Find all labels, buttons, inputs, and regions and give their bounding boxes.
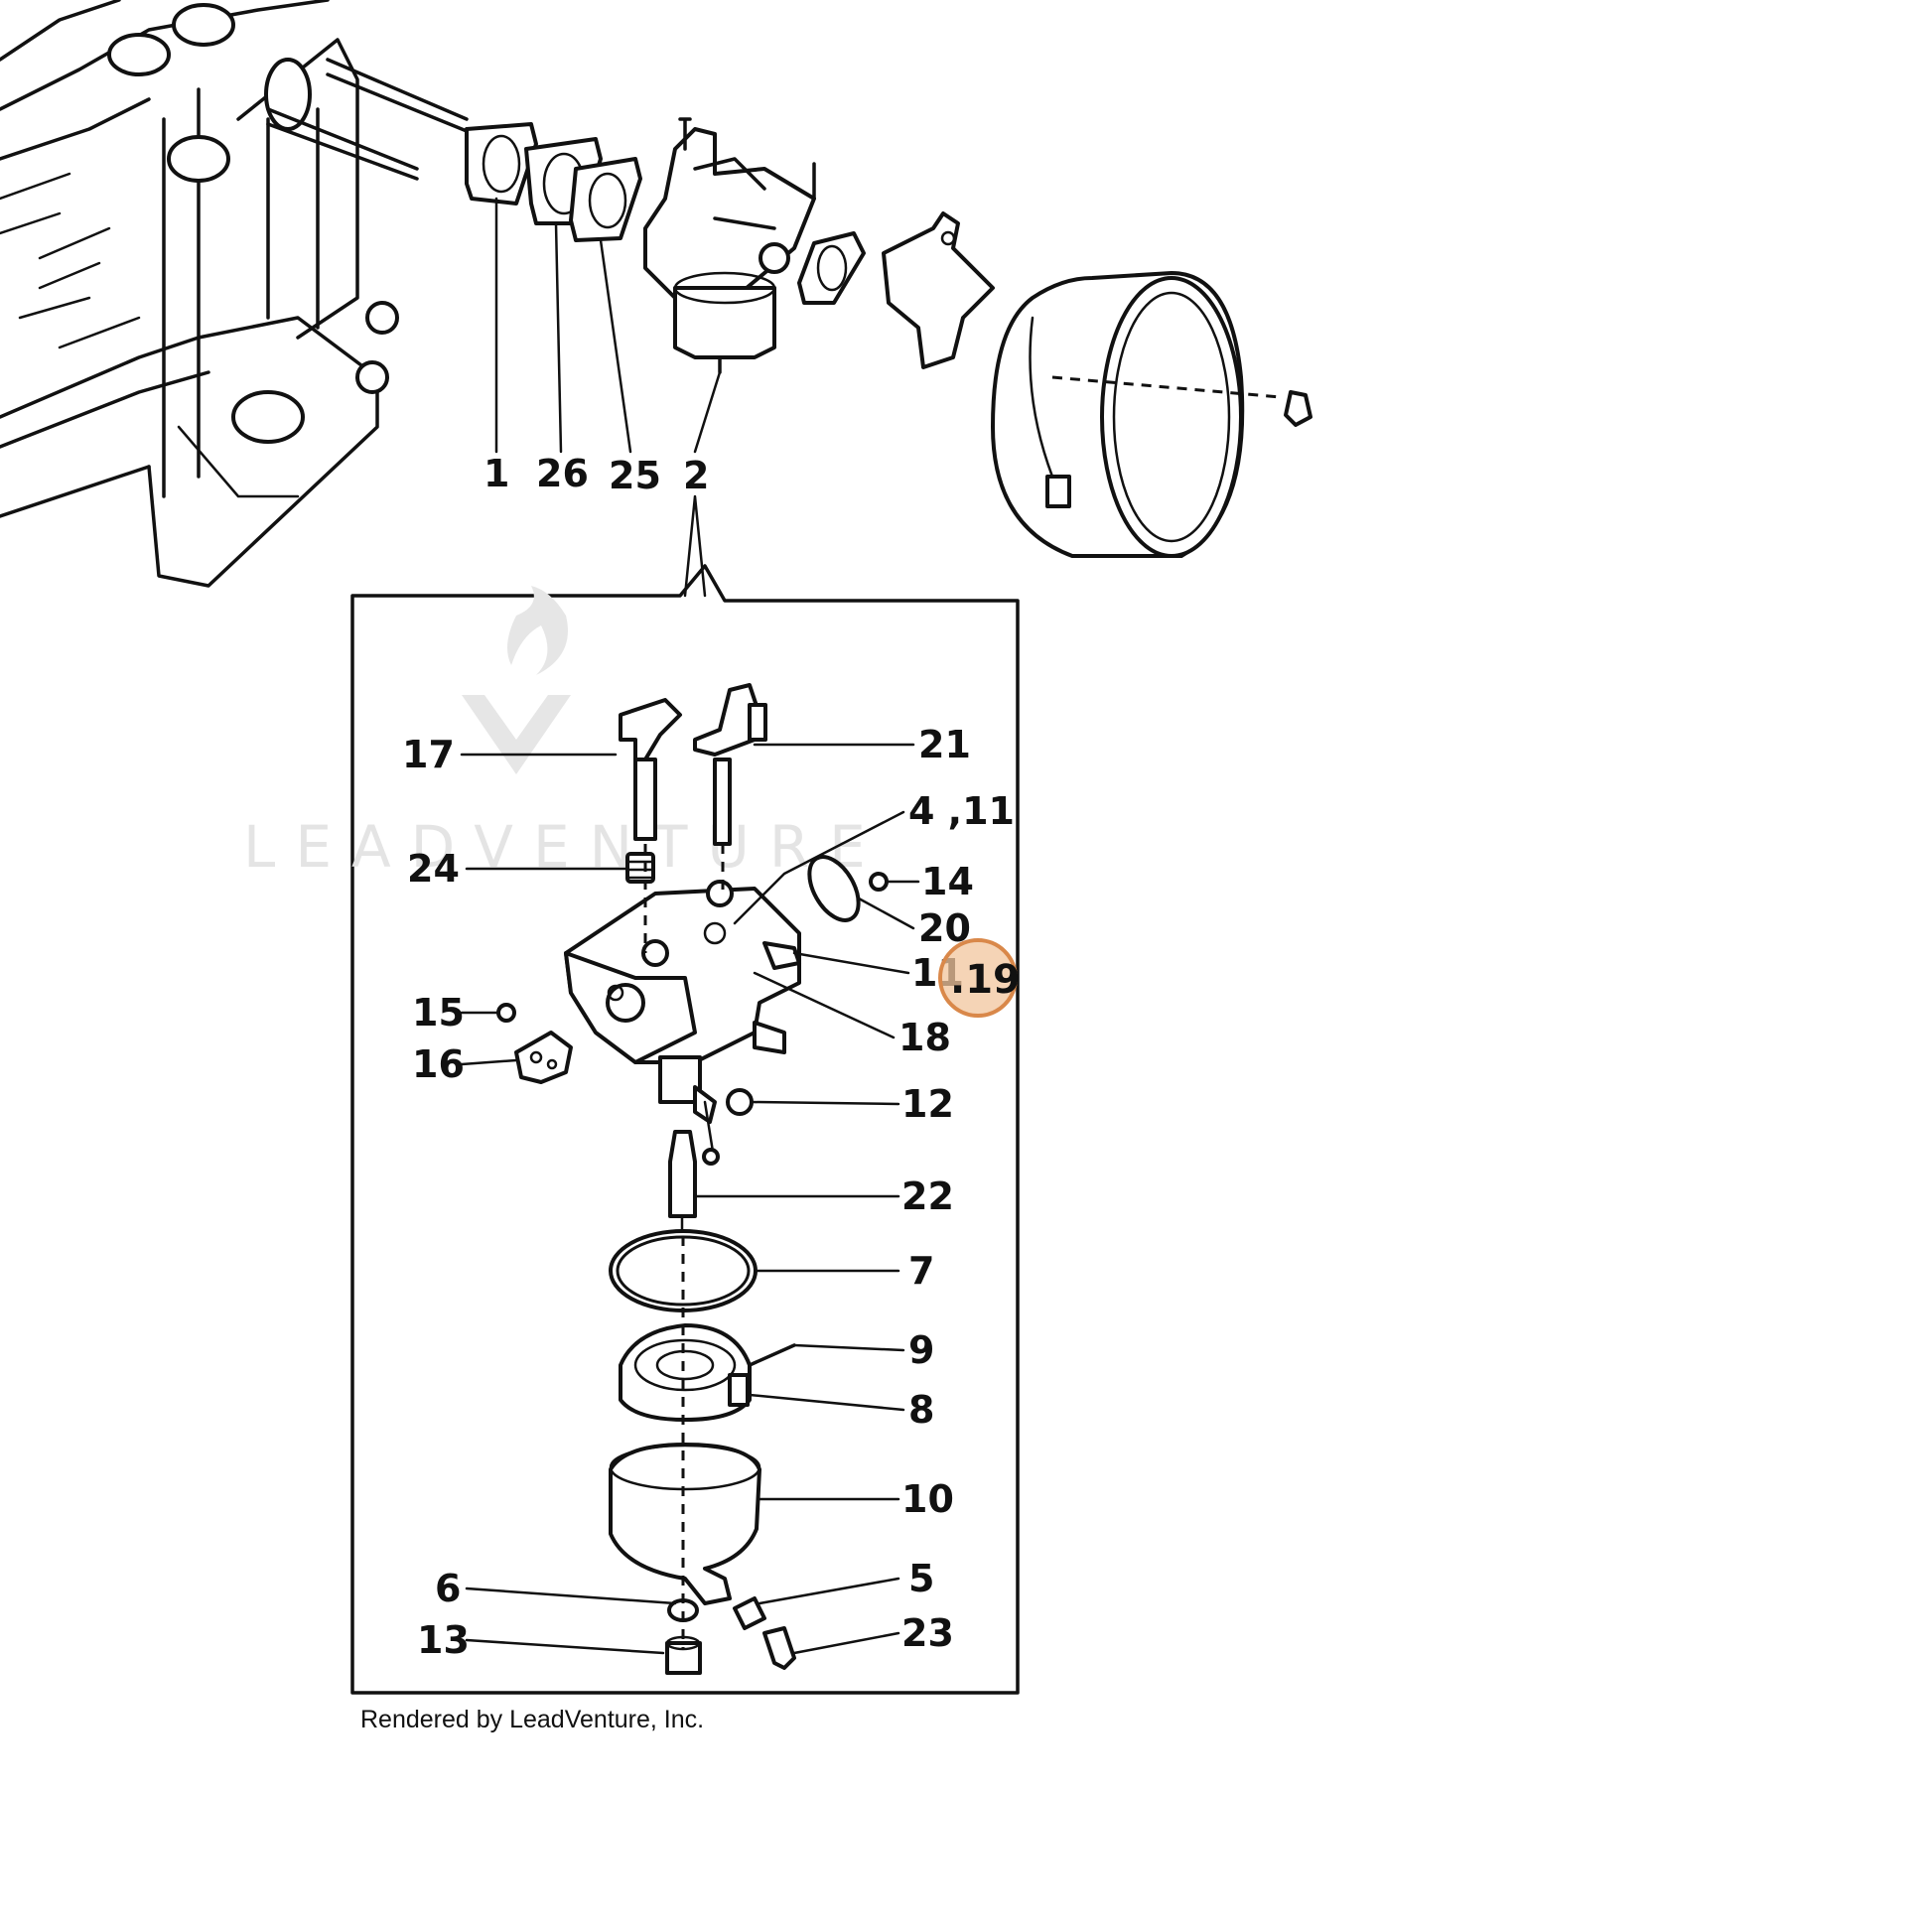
hotspot-19-marker[interactable] [938, 938, 1018, 1018]
callout-23: 23 [901, 1611, 954, 1655]
part-16-plate [514, 1031, 573, 1084]
hotspot-19[interactable]: .19 [938, 938, 1021, 1018]
callout-4-11: 4 ,11 [908, 789, 1015, 833]
part-22-needle [668, 1130, 697, 1238]
part-14-screw [869, 872, 889, 892]
callout-10: 10 [901, 1477, 954, 1521]
gasket-part-1 [465, 122, 538, 206]
callout-9: 9 [908, 1328, 934, 1372]
gasket-part-25 [569, 157, 642, 242]
part-20-disc [807, 855, 861, 922]
callout-13: 13 [417, 1618, 470, 1662]
part-24-spring [625, 852, 655, 884]
callout-1: 1 [483, 452, 509, 495]
part-23-screw [762, 1626, 796, 1670]
detail-frame [350, 564, 1020, 1695]
engine-block-illustration [0, 0, 469, 588]
hotspot-19-label[interactable]: .19 [950, 957, 1021, 1003]
detail-leader-lines [460, 743, 920, 1655]
callout-22: 22 [901, 1174, 954, 1218]
top-callouts: 1 26 25 2 [483, 452, 709, 497]
callout-14: 14 [921, 860, 974, 903]
top-leader-lines [494, 197, 722, 598]
callout-16: 16 [412, 1042, 465, 1086]
part-15-screw [496, 1003, 516, 1023]
callout-25: 25 [609, 454, 661, 497]
callout-17: 17 [402, 733, 455, 776]
callout-6: 6 [435, 1567, 461, 1610]
detail-callouts: 17 21 4 ,11 24 14 20 11 15 16 18 12 22 7… [402, 723, 1015, 1662]
callout-7: 7 [908, 1249, 934, 1293]
part-8-float [619, 1323, 752, 1422]
centerline-top [643, 844, 725, 953]
part-9-pin [748, 1343, 796, 1367]
callout-15: 15 [412, 991, 465, 1035]
part-5-spring [733, 1596, 766, 1630]
carburetor-gasket [797, 231, 866, 305]
callout-24: 24 [407, 847, 460, 891]
carburetor-assembly-part-2 [643, 117, 816, 374]
part-10-bowl [609, 1443, 761, 1605]
callout-12: 12 [901, 1082, 954, 1126]
callout-21: 21 [918, 723, 971, 766]
callout-2: 2 [683, 454, 709, 497]
callout-5: 5 [908, 1557, 934, 1600]
air-cleaner-bracket [882, 211, 995, 369]
air-cleaner-housing [991, 271, 1312, 558]
part-21-choke-shaft [693, 683, 767, 846]
callout-26: 26 [536, 452, 589, 495]
callout-18: 18 [898, 1016, 951, 1059]
carburetor-body [564, 880, 801, 1166]
part-17-throttle-shaft [619, 698, 682, 841]
watermark: LEADVENTURE [243, 586, 866, 881]
credit-text: Rendered by LeadVenture, Inc. [360, 1706, 704, 1733]
part-13-nut [665, 1635, 702, 1675]
callout-8: 8 [908, 1388, 934, 1432]
